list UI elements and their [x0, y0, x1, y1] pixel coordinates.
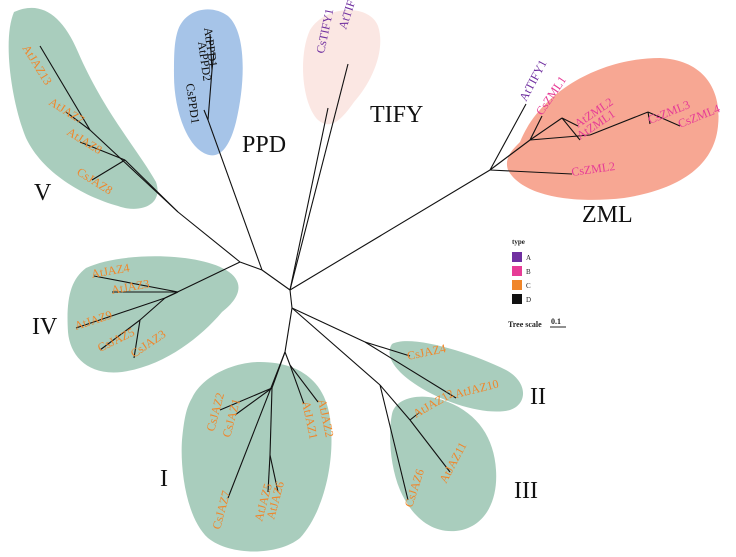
tree-branch — [124, 159, 179, 213]
leaf-branch — [209, 33, 213, 71]
tree-branch — [291, 307, 381, 386]
leaf-branch — [489, 103, 527, 171]
clade-PPD-hull — [174, 9, 243, 156]
legend-swatch-b — [512, 266, 522, 276]
leaf-branch — [79, 141, 126, 161]
clade-label-i: I — [160, 466, 168, 492]
legend-swatch-c — [512, 280, 522, 290]
leaf-branch — [289, 364, 319, 403]
leaf-branch — [203, 109, 209, 121]
legend-swatch-a — [512, 252, 522, 262]
clade-label-ii: II — [530, 384, 546, 410]
clade-II-hull — [389, 341, 524, 412]
leaf-branch — [91, 159, 126, 181]
tree-branch — [284, 351, 291, 366]
scale-label: Tree scale — [508, 320, 542, 329]
tree-branch — [289, 169, 491, 291]
leaf-branch — [561, 117, 581, 141]
clade-label-tify: TIFY — [370, 102, 423, 128]
tree-branch — [207, 69, 213, 121]
leaf-branch — [133, 319, 141, 359]
leaf-label-atjaz3: AtJAZ3 — [110, 276, 151, 297]
leaf-branch — [39, 45, 91, 131]
clade-label-v: V — [34, 180, 52, 206]
leaf-branch — [409, 419, 451, 473]
leaf-branch — [269, 454, 279, 493]
leaf-branch — [234, 387, 273, 416]
leaf-branch — [99, 319, 141, 351]
leaf-branch — [561, 117, 579, 127]
leaf-branch — [289, 364, 305, 405]
leaf-branch — [219, 387, 273, 411]
leaf-label-atppd2: AtPPD2 — [195, 40, 214, 82]
clade-TIFY-hull — [303, 9, 381, 125]
clade-label-zml: ZML — [582, 202, 633, 228]
tree-branch — [289, 289, 293, 309]
leaf-branch — [647, 111, 651, 125]
leaf-branch — [227, 351, 286, 499]
clade-label-iv: IV — [32, 314, 58, 340]
leaf-label-atjaz4: AtJAZ4 — [90, 260, 131, 281]
legend-label-b: B — [526, 268, 531, 276]
leaf-branch — [289, 107, 329, 291]
legend-title: type — [512, 238, 525, 246]
clade-I-hull — [181, 362, 332, 552]
tree-branch — [177, 211, 241, 263]
scale-value: 0.1 — [551, 317, 561, 326]
tree-scale: Tree scale 0.1 — [508, 317, 566, 329]
leaf-branch — [364, 341, 411, 357]
clade-ZML-hull — [506, 58, 719, 200]
legend-label-d: D — [526, 296, 531, 304]
clade-label-ppd: PPD — [242, 132, 286, 158]
leaf-label-atppd1: AtPPD1 — [201, 26, 220, 68]
tree-branch — [489, 139, 531, 171]
leaf-branch — [489, 169, 573, 175]
leaf-branch — [379, 384, 409, 501]
legend-label-a: A — [526, 254, 531, 262]
tree-branch — [207, 119, 263, 271]
leaf-branch — [211, 51, 215, 71]
tree-branch — [529, 117, 563, 141]
tree-branch — [529, 134, 591, 141]
tree-branch — [269, 387, 273, 456]
leaf-branch — [364, 341, 457, 399]
tree-branch — [139, 297, 166, 321]
clade-label-iii: III — [514, 478, 538, 504]
tree-branch — [164, 291, 179, 299]
leaf-label-csppd1: CsPPD1 — [183, 82, 203, 124]
leaf-branch — [65, 111, 91, 131]
legend-label-c: C — [526, 282, 531, 290]
leaf-branch — [289, 63, 349, 291]
tree-branch — [589, 111, 649, 136]
tree-branch — [284, 307, 293, 353]
tree-branch — [291, 307, 366, 343]
clade-IV-hull — [67, 256, 239, 373]
leaf-branch — [75, 297, 166, 329]
tree-branch — [239, 261, 263, 271]
tree-branch — [379, 384, 411, 421]
leaf-branch — [647, 111, 681, 127]
tree-branch — [261, 269, 291, 291]
leaf-branch — [409, 411, 421, 421]
leaf-branch — [529, 115, 543, 141]
leaf-branch — [93, 275, 179, 293]
leaf-label-cszml2: CsZML2 — [570, 159, 616, 179]
legend-swatch-d — [512, 294, 522, 304]
leaf-branch — [267, 454, 271, 493]
